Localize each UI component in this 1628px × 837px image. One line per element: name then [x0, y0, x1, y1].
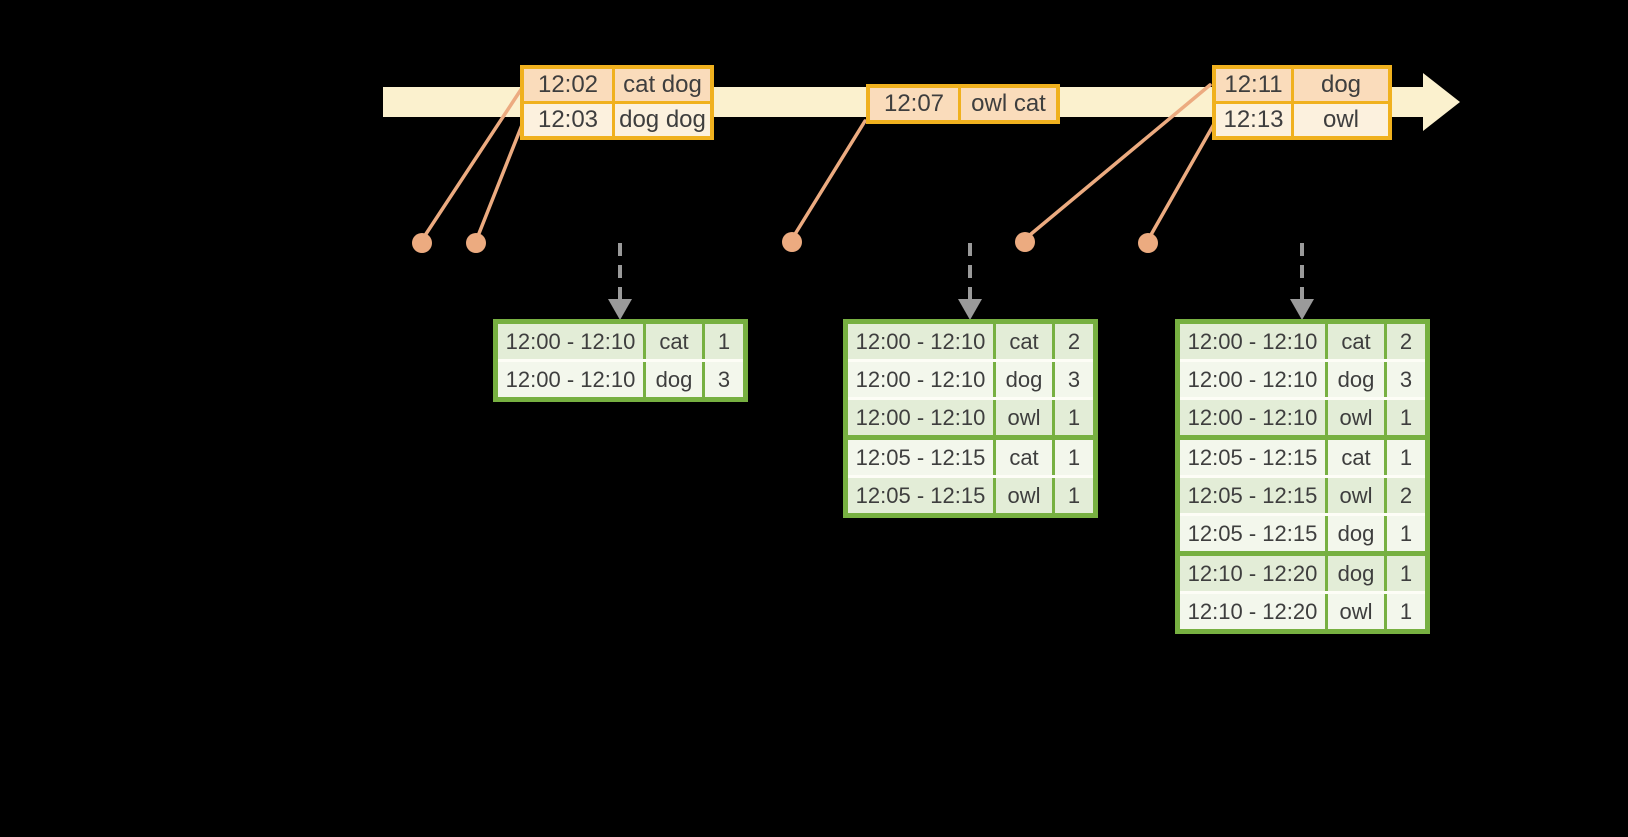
- result-row: 12:00 - 12:10 dog 3: [498, 359, 743, 397]
- count-cell: 1: [1387, 440, 1425, 475]
- window-cell: 12:05 - 12:15: [1180, 516, 1328, 551]
- result-row: 12:00 - 12:10 cat 2: [1180, 324, 1425, 359]
- event-dot-1202: [412, 233, 432, 253]
- count-cell: 2: [1387, 478, 1425, 513]
- trigger-arrowhead-3: [1290, 299, 1314, 320]
- window-cell: 12:00 - 12:10: [848, 324, 996, 359]
- count-cell: 3: [705, 362, 743, 397]
- count-cell: 3: [1387, 362, 1425, 397]
- count-cell: 1: [1055, 400, 1093, 435]
- event-table-3: 12:11 dog 12:13 owl: [1212, 65, 1392, 140]
- event-time-cell: 12:03: [524, 104, 615, 136]
- count-cell: 1: [1387, 556, 1425, 591]
- word-cell: cat: [1328, 324, 1387, 359]
- event-words-cell: cat dog: [615, 69, 710, 101]
- event-dot-1211: [1015, 232, 1035, 252]
- connector-line-1203: [474, 123, 524, 243]
- result-row: 12:05 - 12:15 cat 1: [848, 435, 1093, 475]
- result-row: 12:00 - 12:10 cat 2: [848, 324, 1093, 359]
- result-table-2: 12:00 - 12:10 cat 2 12:00 - 12:10 dog 3 …: [843, 319, 1098, 518]
- result-row: 12:00 - 12:10 dog 3: [1180, 359, 1425, 397]
- window-cell: 12:00 - 12:10: [1180, 324, 1328, 359]
- event-words-cell: dog dog: [615, 104, 710, 136]
- result-row: 12:00 - 12:10 dog 3: [848, 359, 1093, 397]
- connector-line-1207: [790, 119, 867, 241]
- result-table-3: 12:00 - 12:10 cat 2 12:00 - 12:10 dog 3 …: [1175, 319, 1430, 634]
- event-row: 12:11 dog: [1216, 69, 1388, 101]
- event-row: 12:02 cat dog: [524, 69, 710, 101]
- window-cell: 12:00 - 12:10: [498, 324, 646, 359]
- window-cell: 12:00 - 12:10: [1180, 362, 1328, 397]
- word-cell: dog: [996, 362, 1055, 397]
- window-cell: 12:00 - 12:10: [498, 362, 646, 397]
- event-dot-1207: [782, 232, 802, 252]
- word-cell: dog: [1328, 516, 1387, 551]
- word-cell: dog: [646, 362, 705, 397]
- window-cell: 12:05 - 12:15: [848, 478, 996, 513]
- count-cell: 1: [1387, 400, 1425, 435]
- word-cell: owl: [996, 400, 1055, 435]
- event-time-cell: 12:13: [1216, 104, 1294, 136]
- word-cell: cat: [996, 324, 1055, 359]
- result-row: 12:10 - 12:20 owl 1: [1180, 591, 1425, 629]
- count-cell: 1: [1387, 516, 1425, 551]
- count-cell: 1: [705, 324, 743, 359]
- count-cell: 2: [1387, 324, 1425, 359]
- event-row: 12:07 owl cat: [870, 88, 1056, 120]
- trigger-arrowhead-1: [608, 299, 632, 320]
- count-cell: 1: [1055, 478, 1093, 513]
- result-row: 12:05 - 12:15 dog 1: [1180, 513, 1425, 551]
- result-row: 12:05 - 12:15 owl 1: [848, 475, 1093, 513]
- window-cell: 12:05 - 12:15: [848, 440, 996, 475]
- event-time-cell: 12:02: [524, 69, 615, 101]
- connector-line-1213: [1146, 122, 1216, 242]
- window-cell: 12:00 - 12:10: [1180, 400, 1328, 435]
- result-row: 12:10 - 12:20 dog 1: [1180, 551, 1425, 591]
- trigger-arrowhead-2: [958, 299, 982, 320]
- word-cell: cat: [996, 440, 1055, 475]
- event-time-cell: 12:11: [1216, 69, 1294, 101]
- count-cell: 2: [1055, 324, 1093, 359]
- result-row: 12:05 - 12:15 cat 1: [1180, 435, 1425, 475]
- word-cell: owl: [996, 478, 1055, 513]
- event-dot-1213: [1138, 233, 1158, 253]
- window-cell: 12:00 - 12:10: [848, 400, 996, 435]
- window-cell: 12:10 - 12:20: [1180, 556, 1328, 591]
- word-cell: cat: [1328, 440, 1387, 475]
- word-cell: cat: [646, 324, 705, 359]
- word-cell: owl: [1328, 478, 1387, 513]
- word-cell: dog: [1328, 556, 1387, 591]
- connector-line-1202: [420, 86, 524, 242]
- event-dot-1203: [466, 233, 486, 253]
- event-table-1: 12:02 cat dog 12:03 dog dog: [520, 65, 714, 140]
- word-cell: owl: [1328, 594, 1387, 629]
- window-cell: 12:05 - 12:15: [1180, 478, 1328, 513]
- event-row: 12:13 owl: [1216, 101, 1388, 136]
- event-words-cell: owl: [1294, 104, 1388, 136]
- word-cell: dog: [1328, 362, 1387, 397]
- result-row: 12:00 - 12:10 cat 1: [498, 324, 743, 359]
- event-time-cell: 12:07: [870, 88, 961, 120]
- connector-line-1211: [1023, 83, 1212, 241]
- event-row: 12:03 dog dog: [524, 101, 710, 136]
- window-cell: 12:05 - 12:15: [1180, 440, 1328, 475]
- count-cell: 1: [1387, 594, 1425, 629]
- result-row: 12:00 - 12:10 owl 1: [1180, 397, 1425, 435]
- timeline-arrowhead: [1423, 73, 1460, 131]
- event-table-2: 12:07 owl cat: [866, 84, 1060, 124]
- result-table-1: 12:00 - 12:10 cat 1 12:00 - 12:10 dog 3: [493, 319, 748, 402]
- event-words-cell: owl cat: [961, 88, 1056, 120]
- window-cell: 12:00 - 12:10: [848, 362, 996, 397]
- count-cell: 3: [1055, 362, 1093, 397]
- result-row: 12:05 - 12:15 owl 2: [1180, 475, 1425, 513]
- word-cell: owl: [1328, 400, 1387, 435]
- result-row: 12:00 - 12:10 owl 1: [848, 397, 1093, 435]
- count-cell: 1: [1055, 440, 1093, 475]
- event-words-cell: dog: [1294, 69, 1388, 101]
- window-cell: 12:10 - 12:20: [1180, 594, 1328, 629]
